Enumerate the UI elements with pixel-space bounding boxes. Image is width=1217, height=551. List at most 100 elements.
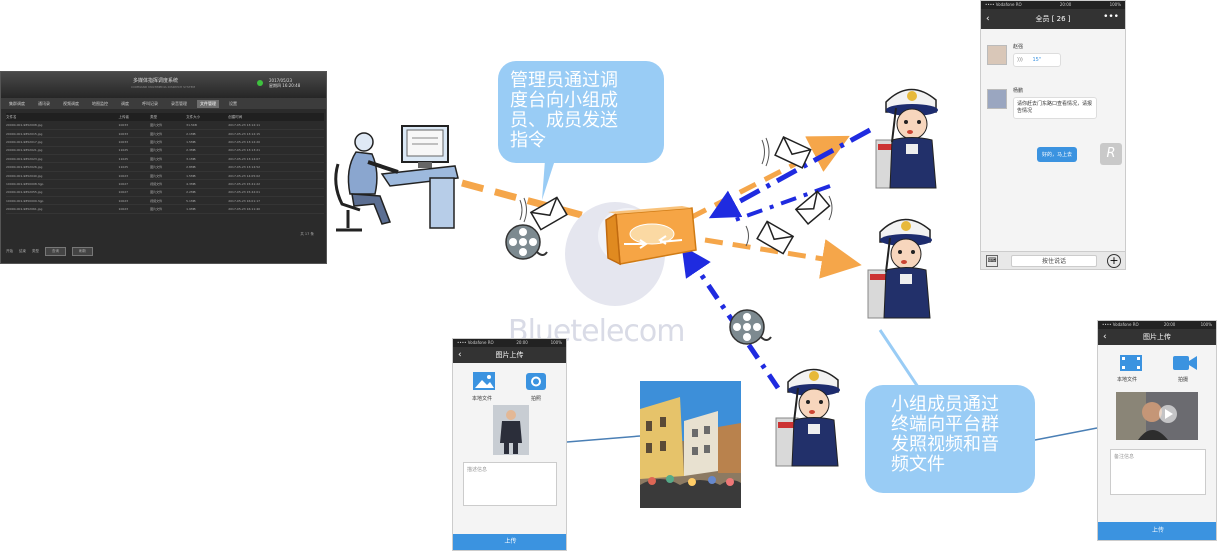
table-cell: 10033 [118, 137, 151, 147]
back-icon[interactable]: ‹ [986, 14, 990, 24]
console-tab[interactable]: 通讯录 [38, 100, 50, 106]
avatar [987, 45, 1007, 65]
plus-icon[interactable]: + [1107, 254, 1121, 268]
table-header-row: 文件名 上传者 类型 文件大小 创建时间 [6, 113, 324, 121]
police-officer-icon [875, 88, 938, 189]
table-cell: 图片文件 [150, 146, 187, 156]
table-cell: 2017-05-23 14:05:02 [228, 171, 324, 181]
battery-text: 100% [1200, 322, 1212, 327]
filter-label[interactable]: 结束 [19, 249, 26, 253]
column-header: 创建时间 [228, 113, 324, 121]
note-textarea[interactable]: 描述信息 [463, 462, 557, 506]
table-cell: 视频文件 [150, 179, 187, 189]
status-bar: •••• Vodafone RO 20:00 100% [981, 1, 1125, 9]
table-cell: 10000-001-9850009.3gp [6, 196, 119, 206]
console-tab[interactable]: 呼叫记录 [142, 100, 158, 106]
street-scene-photo [640, 381, 741, 508]
local-file-label: 本地文件 [472, 396, 493, 402]
console-tab[interactable]: 设置 [229, 100, 237, 106]
console-pager: 共 17 条 [300, 232, 314, 236]
table-cell: 图片文件 [150, 188, 187, 198]
chat-input-bar: ⌨ 按住说话 + [981, 251, 1125, 269]
blue-arrow-police-top-server [708, 127, 872, 219]
video-upload-phone: •••• Vodafone RO 20:00 100% ‹ 图片上传 本地文件 … [1097, 320, 1217, 541]
refresh-button[interactable]: 刷新 [72, 247, 93, 256]
table-cell: 图片文件 [150, 171, 187, 181]
camera-label: 拍摄 [1178, 377, 1189, 383]
table-cell: 图片文件 [150, 121, 187, 130]
bubble-line: 频文件 [891, 454, 945, 475]
console-tab[interactable]: 视频调度 [63, 100, 79, 106]
note-textarea[interactable]: 备注信息 [1110, 449, 1206, 495]
table-cell: 20000-001-9852040.jpg [6, 171, 119, 181]
table-cell: 20000-001-9852015.jpg [6, 129, 119, 139]
battery-text: 100% [1109, 2, 1121, 7]
nav-bar: ‹ 图片上传 [1098, 329, 1216, 345]
video-camera-icon[interactable] [1172, 354, 1198, 372]
console-time: 星期四 16:20:48 [269, 83, 301, 88]
upload-button[interactable]: 上传 [1098, 522, 1216, 540]
bubble-line: 指令 [510, 130, 546, 151]
bubble-line: 管理员通过调 [510, 70, 618, 91]
table-cell: 图片文件 [150, 204, 187, 214]
back-icon[interactable]: ‹ [1103, 332, 1107, 342]
table-cell: 10027 [118, 179, 151, 189]
back-icon[interactable]: ‹ [458, 350, 462, 360]
message-envelope-icon [794, 190, 833, 225]
column-header: 文件大小 [186, 113, 229, 121]
console-tabs: 集群调度 通讯录 视频调度 地图监控 调度 呼叫记录 录音管理 文件管理 设置 [1, 98, 326, 109]
status-time: 20:00 [1163, 322, 1176, 327]
table-cell: 5.1MB [186, 196, 229, 206]
table-cell: 10027 [118, 188, 151, 198]
keyboard-icon[interactable]: ⌨ [986, 255, 998, 267]
sender-name: 赵强 [1013, 44, 1024, 50]
gallery-icon[interactable] [472, 371, 496, 391]
link-line-left-phone [566, 435, 641, 443]
table-cell: 20000-001-9852055.jpg [6, 188, 119, 198]
film-reel-icon [729, 309, 772, 345]
console-tab[interactable]: 调度 [121, 100, 129, 106]
console-tab-active[interactable]: 文件管理 [197, 99, 219, 108]
console-tab[interactable]: 集群调度 [9, 100, 25, 106]
table-cell: 10033 [118, 121, 151, 130]
orange-arrow-server-police-mid [704, 237, 862, 279]
admin-instruction-bubble: 管理员通过调 度台向小组成 员、成员发送 指令 [498, 61, 664, 163]
table-cell: 视频文件 [150, 196, 187, 206]
console-tab[interactable]: 地图监控 [92, 100, 108, 106]
table-cell: 20000-001-9852026.jpg [6, 162, 119, 172]
bubble-line: 发照视频和音 [891, 434, 999, 455]
film-file-icon[interactable] [1119, 354, 1143, 372]
more-icon[interactable]: ••• [1103, 12, 1119, 22]
table-cell: 4.3MB [186, 179, 229, 189]
table-cell: 图片文件 [150, 154, 187, 164]
status-time: 20:00 [516, 340, 528, 345]
film-reel-icon [505, 224, 548, 260]
console-header: 多媒体指挥调度系统 COMMAND MULTIMEDIA DISPATCH SY… [1, 72, 326, 98]
filter-label[interactable]: 类型 [32, 249, 39, 253]
console-tab[interactable]: 录音管理 [171, 100, 187, 106]
dispatcher-operator-icon [334, 125, 459, 232]
table-cell: 1.5MB [186, 171, 229, 181]
bubble-line: 小组成员通过 [891, 394, 999, 415]
camera-icon[interactable] [525, 370, 547, 392]
console-datetime: 2017/05/23 星期四 16:20:48 [269, 78, 300, 88]
column-header: 上传者 [118, 113, 151, 121]
voice-message[interactable]: ))) 15" [1013, 53, 1061, 67]
upload-button[interactable]: 上传 [453, 534, 566, 550]
hold-to-talk-button[interactable]: 按住说话 [1011, 255, 1097, 267]
table-cell: 10000-001-9850008.3gp [6, 179, 119, 189]
filter-label[interactable]: 开始 [6, 249, 13, 253]
video-thumbnail[interactable] [1116, 392, 1198, 440]
query-button[interactable]: 查询 [45, 247, 66, 256]
